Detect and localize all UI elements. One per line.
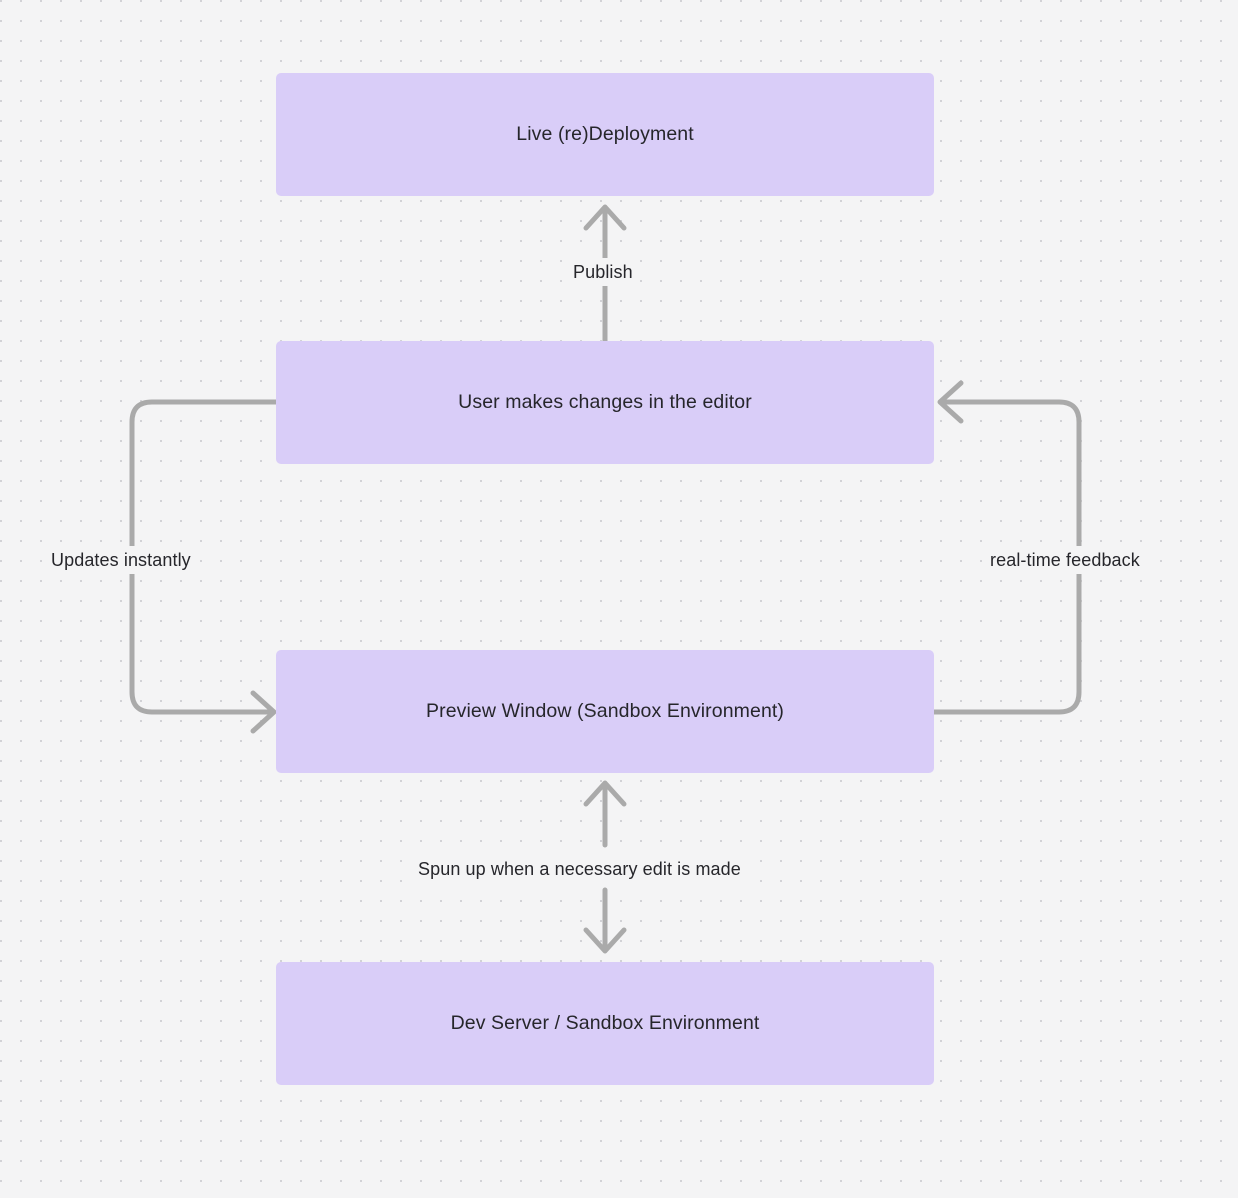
node-live-deployment-label: Live (re)Deployment [516, 122, 694, 145]
node-preview-window[interactable]: Preview Window (Sandbox Environment) [276, 650, 934, 773]
node-preview-window-label: Preview Window (Sandbox Environment) [426, 699, 784, 722]
node-live-deployment[interactable]: Live (re)Deployment [276, 73, 934, 196]
edge-label-spun-up: Spun up when a necessary edit is made [411, 855, 748, 884]
edge-label-real-time-feedback: real-time feedback [983, 546, 1147, 575]
node-user-edits[interactable]: User makes changes in the editor [276, 341, 934, 464]
node-dev-server[interactable]: Dev Server / Sandbox Environment [276, 962, 934, 1085]
node-user-edits-label: User makes changes in the editor [458, 390, 752, 413]
node-dev-server-label: Dev Server / Sandbox Environment [450, 1011, 760, 1034]
edge-label-updates-instantly: Updates instantly [44, 546, 198, 575]
edge-label-publish: Publish [566, 258, 640, 287]
